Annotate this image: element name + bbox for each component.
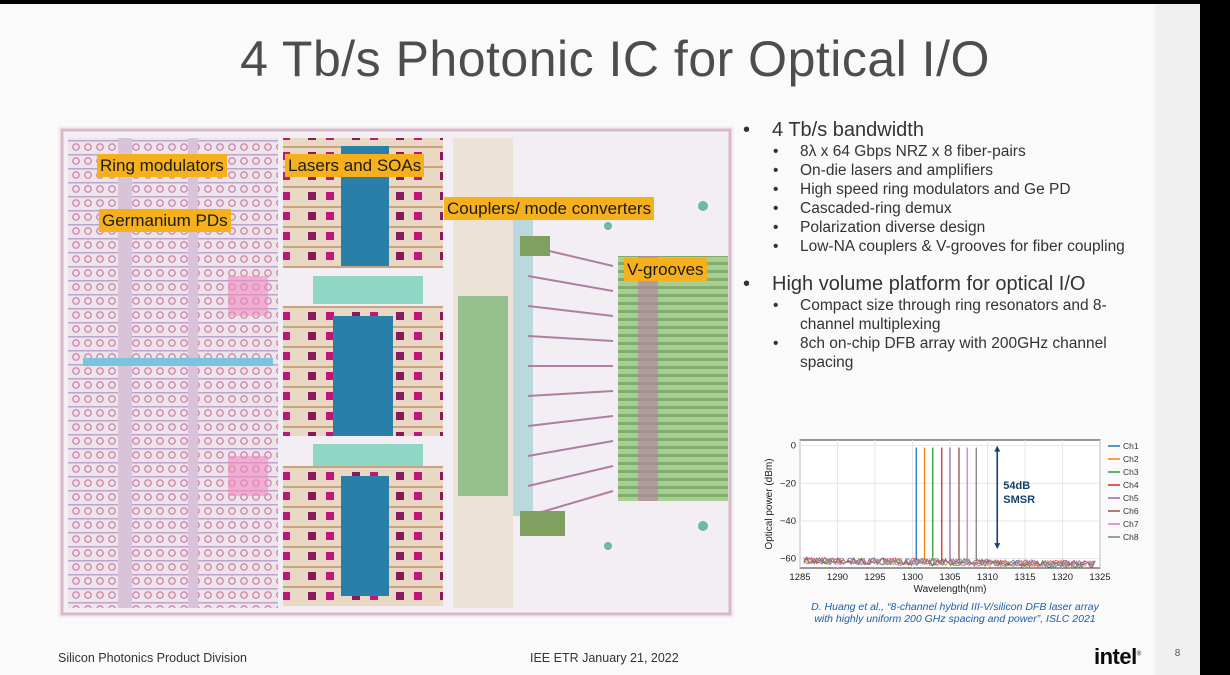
y-axis-label: Optical power (dBm) [764, 458, 775, 549]
legend-label-Ch8: Ch8 [1123, 532, 1139, 542]
legend-label-Ch6: Ch6 [1123, 506, 1139, 516]
legend-label-Ch2: Ch2 [1123, 454, 1139, 464]
sub-bullet-text: Polarization diverse design [800, 219, 986, 236]
legend-label-Ch4: Ch4 [1123, 480, 1139, 490]
sub-bullet-text: On-die lasers and amplifiers [800, 162, 993, 179]
x-tick-label: 1285 [789, 572, 810, 583]
callout-lasers-and-soas: Lasers and SOAs [285, 154, 425, 177]
x-tick-label: 1325 [1089, 572, 1110, 583]
registered-mark: ® [1136, 651, 1141, 658]
bullet-marker: • [743, 119, 751, 141]
bullet-high-volume: • High volume platform for optical I/O [743, 272, 1148, 296]
x-tick-label: 1310 [977, 572, 998, 583]
bullet-list: • 4 Tb/s bandwidth • 8λ x 64 Gbps NRZ x 8… [743, 118, 1148, 372]
bullet-marker: • [773, 162, 779, 179]
smsr-annotation-value: 54dB [1003, 480, 1030, 492]
x-tick-label: 1315 [1014, 572, 1035, 583]
sub-bullets-high-volume: • Compact size through ring resonators an… [743, 296, 1148, 372]
legend-label-Ch5: Ch5 [1123, 493, 1139, 503]
legend-label-Ch3: Ch3 [1123, 467, 1139, 477]
series-noise-Ch8 [803, 557, 1096, 569]
bullet-marker: • [773, 143, 779, 160]
page-number: 8 [1174, 648, 1181, 659]
sub-bullets-bandwidth: • 8λ x 64 Gbps NRZ x 8 fiber-pairs • On-di… [743, 142, 1148, 256]
bullet-marker: • [773, 181, 779, 198]
x-tick-label: 1295 [864, 572, 885, 583]
sub-bullet: • High speed ring modulators and Ge PD [773, 180, 1148, 199]
logo-text: intel [1094, 644, 1137, 669]
sub-bullet: • 8λ x 64 Gbps NRZ x 8 fiber-pairs [773, 142, 1148, 161]
right-gutter [1155, 4, 1200, 675]
sub-bullet: • On-die lasers and amplifiers [773, 161, 1148, 180]
spectrum-chart: 1285 1290 1295 1300 1305 1310 1315 1320 1325 0 −20… [762, 432, 1139, 604]
sub-bullet: • Low-NA couplers & V-grooves for fiber c… [773, 237, 1148, 256]
bullet-marker: • [773, 297, 779, 314]
callout-v-grooves: V-grooves [624, 258, 707, 281]
bullet-marker: • [773, 335, 779, 352]
intel-logo: intel® [1094, 644, 1141, 670]
footer-date: IEE ETR January 21, 2022 [530, 651, 679, 665]
sub-bullet: • Compact size through ring resonators an… [773, 296, 1148, 334]
legend-label-Ch7: Ch7 [1123, 519, 1139, 529]
sub-bullet: • 8ch on-chip DFB array with 200GHz chann… [773, 334, 1148, 372]
y-tick-label: 0 [791, 441, 796, 452]
sub-bullet-text: Cascaded-ring demux [800, 200, 952, 217]
citation-line: D. Huang et al., “8-channel hybrid III-V… [811, 601, 1099, 613]
bullet-marker: • [773, 200, 779, 217]
y-tick-label: −60 [780, 554, 796, 565]
citation: D. Huang et al., “8-channel hybrid III-V… [770, 601, 1140, 625]
x-tick-label: 1320 [1052, 572, 1073, 583]
smsr-annotation-label: SMSR [1003, 494, 1035, 506]
chip-layout-image: Ring modulators Lasers and SOAs Germaniu… [58, 126, 734, 618]
x-tick-label: 1305 [939, 572, 960, 583]
slide-title: 4 Tb/s Photonic IC for Optical I/O [240, 31, 990, 87]
legend-label-Ch1: Ch1 [1123, 441, 1139, 451]
smsr-arrowhead-top [994, 445, 1001, 452]
bullet-marker: • [773, 219, 779, 236]
sub-bullet-text: High speed ring modulators and Ge PD [800, 181, 1071, 198]
slide: 4 Tb/s Photonic IC for Optical I/O [0, 4, 1155, 675]
sub-bullet-text: 8ch on-chip DFB array with 200GHz channe… [800, 335, 1107, 371]
x-axis-label: Wavelength(nm) [914, 584, 987, 595]
spectrum-chart-svg: 1285 1290 1295 1300 1305 1310 1315 1320 1325 0 −20… [764, 439, 1139, 595]
sub-bullet-text: 8λ x 64 Gbps NRZ x 8 fiber-pairs [800, 143, 1026, 160]
sub-bullet: • Cascaded-ring demux [773, 199, 1148, 218]
y-tick-label: −40 [780, 516, 796, 527]
footer-division: Silicon Photonics Product Division [58, 651, 247, 665]
sub-bullet-text: Compact size through ring resonators and… [800, 297, 1107, 333]
bullet-bandwidth: • 4 Tb/s bandwidth [743, 118, 1148, 142]
x-tick-label: 1300 [902, 572, 923, 583]
smsr-arrowhead-bottom [994, 543, 1001, 550]
callout-couplers-mode-converters: Couplers/ mode converters [444, 197, 655, 220]
callout-germanium-pds: Germanium PDs [99, 209, 231, 232]
citation-line: with highly uniform 200 GHz spacing and … [814, 613, 1096, 625]
callout-ring-modulators: Ring modulators [97, 154, 227, 177]
bullet-marker: • [773, 238, 779, 255]
sub-bullet: • Polarization diverse design [773, 218, 1148, 237]
bullet-text: 4 Tb/s bandwidth [772, 119, 924, 141]
x-tick-label: 1290 [827, 572, 848, 583]
sub-bullet-text: Low-NA couplers & V-grooves for fiber co… [800, 238, 1125, 255]
y-tick-label: −20 [780, 478, 796, 489]
bullet-marker: • [743, 273, 751, 295]
bullet-text: High volume platform for optical I/O [772, 273, 1086, 295]
